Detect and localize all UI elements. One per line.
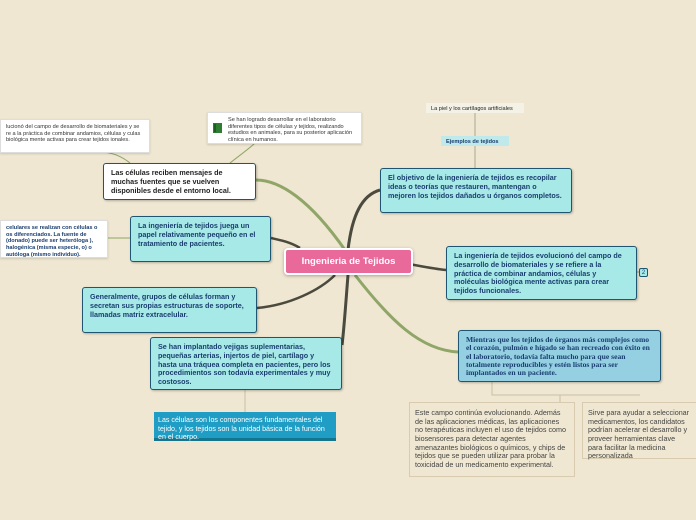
line-to-plain: [491, 382, 640, 402]
topic-grupos-celulas[interactable]: Generalmente, grupos de células forman y…: [82, 287, 257, 333]
note-top-middle[interactable]: Se han logrado desarrollar en el laborat…: [207, 112, 362, 144]
topic-objetivo[interactable]: El objetivo de la ingeniería de tejidos …: [380, 168, 572, 213]
branch-objetivo: [346, 188, 381, 251]
branch-grupos: [256, 274, 336, 310]
topic-vejigas[interactable]: Se han implantado vejigas suplementarias…: [150, 337, 342, 390]
tag-ejemplos-tejidos[interactable]: Ejemplos de tejidos: [441, 136, 509, 146]
line-to-top-middle: [229, 142, 256, 164]
book-icon: [213, 123, 222, 133]
tag-piel-cartilagos[interactable]: La piel y los cartílagos artificiales: [426, 103, 524, 113]
branch-papel: [270, 236, 301, 250]
branch-celulas-reciben: [255, 178, 347, 251]
topic-evoluciono[interactable]: La ingeniería de tejidos evolucionó del …: [446, 246, 637, 300]
collapsed-count-badge[interactable]: 2: [639, 268, 648, 277]
topic-celulas-reciben[interactable]: Las células reciben mensajes de muchas f…: [103, 163, 256, 200]
topic-papel-relativamente[interactable]: La ingeniería de tejidos juega un papel …: [130, 216, 271, 262]
branch-vejigas: [340, 274, 350, 346]
topic-mientras[interactable]: Mientras que los tejidos de órganos más …: [458, 330, 661, 382]
branch-mientras: [353, 274, 459, 354]
line-to-top-left: [99, 151, 131, 164]
plain-campo-evolucionando[interactable]: Este campo continúa evolucionando. Ademá…: [409, 402, 575, 477]
plain-sirve-medicamentos[interactable]: Sirve para ayudar a seleccionar medicame…: [582, 402, 696, 460]
note-left-cut[interactable]: celulares se realizan con células o os d…: [0, 220, 108, 258]
central-topic[interactable]: Ingenieria de Tejidos: [284, 248, 413, 275]
components-note[interactable]: Las células son los componentes fundamen…: [154, 412, 336, 441]
note-top-left[interactable]: lucionó del campo de desarrollo de bioma…: [0, 119, 150, 153]
